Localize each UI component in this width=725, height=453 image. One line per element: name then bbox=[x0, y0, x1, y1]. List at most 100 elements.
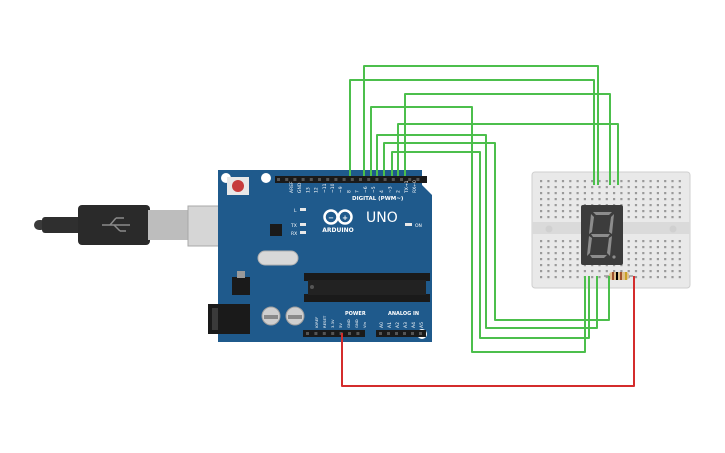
breadboard-hole[interactable] bbox=[664, 210, 667, 213]
breadboard-hole[interactable] bbox=[649, 192, 652, 195]
breadboard-hole[interactable] bbox=[671, 264, 674, 267]
breadboard-hole[interactable] bbox=[554, 240, 557, 243]
breadboard-hole[interactable] bbox=[649, 240, 652, 243]
breadboard-hole[interactable] bbox=[671, 270, 674, 273]
breadboard-hole[interactable] bbox=[591, 270, 594, 273]
wire-pin2[interactable] bbox=[397, 123, 619, 185]
breadboard-hole[interactable] bbox=[642, 240, 645, 243]
breadboard-hole[interactable] bbox=[613, 264, 616, 267]
breadboard-hole[interactable] bbox=[620, 264, 623, 267]
breadboard-hole[interactable] bbox=[554, 252, 557, 255]
breadboard-hole[interactable] bbox=[569, 192, 572, 195]
breadboard-hole[interactable] bbox=[540, 192, 543, 195]
breadboard-hole[interactable] bbox=[656, 258, 659, 261]
breadboard-hole[interactable] bbox=[664, 252, 667, 255]
breadboard-hole[interactable] bbox=[664, 192, 667, 195]
header-hole[interactable] bbox=[416, 178, 420, 181]
breadboard-hole[interactable] bbox=[664, 186, 667, 189]
usb-cable[interactable] bbox=[34, 205, 247, 247]
breadboard-hole[interactable] bbox=[627, 270, 630, 273]
breadboard-hole[interactable] bbox=[583, 264, 586, 267]
breadboard-hole[interactable] bbox=[671, 186, 674, 189]
breadboard-hole[interactable] bbox=[554, 192, 557, 195]
breadboard-hole[interactable] bbox=[547, 246, 550, 249]
breadboard-hole[interactable] bbox=[569, 210, 572, 213]
breadboard-hole[interactable] bbox=[569, 258, 572, 261]
breadboard-hole[interactable] bbox=[554, 264, 557, 267]
breadboard-hole[interactable] bbox=[540, 240, 543, 243]
breadboard-hole[interactable] bbox=[576, 258, 579, 261]
breadboard-hole[interactable] bbox=[664, 216, 667, 219]
breadboard-hole[interactable] bbox=[540, 270, 543, 273]
breadboard-hole[interactable] bbox=[540, 186, 543, 189]
header-hole[interactable] bbox=[309, 178, 313, 181]
breadboard-hole[interactable] bbox=[642, 210, 645, 213]
header-hole[interactable] bbox=[408, 178, 412, 181]
breadboard-hole[interactable] bbox=[664, 240, 667, 243]
header-hole[interactable] bbox=[379, 332, 382, 335]
breadboard-hole[interactable] bbox=[627, 264, 630, 267]
breadboard-hole[interactable] bbox=[605, 192, 608, 195]
breadboard-hole[interactable] bbox=[634, 246, 638, 249]
breadboard-hole[interactable] bbox=[576, 210, 579, 213]
breadboard-hole[interactable] bbox=[576, 186, 579, 189]
breadboard-hole[interactable] bbox=[547, 240, 550, 243]
breadboard-hole[interactable] bbox=[634, 198, 638, 201]
breadboard-hole[interactable] bbox=[642, 276, 645, 279]
header-hole[interactable] bbox=[375, 178, 379, 181]
breadboard-hole[interactable] bbox=[649, 276, 652, 279]
breadboard-hole[interactable] bbox=[671, 246, 674, 249]
breadboard-hole[interactable] bbox=[642, 204, 645, 207]
breadboard-hole[interactable] bbox=[656, 210, 659, 213]
header-hole[interactable] bbox=[322, 332, 326, 335]
breadboard-hole[interactable] bbox=[634, 204, 638, 207]
breadboard-hole[interactable] bbox=[634, 216, 638, 219]
header-hole[interactable] bbox=[356, 332, 360, 335]
header-hole[interactable] bbox=[301, 178, 305, 181]
breadboard-hole[interactable] bbox=[561, 240, 565, 243]
header-hole[interactable] bbox=[318, 178, 321, 181]
breadboard-hole[interactable] bbox=[569, 216, 572, 219]
breadboard-hole[interactable] bbox=[634, 180, 638, 183]
breadboard-hole[interactable] bbox=[627, 180, 630, 183]
breadboard-hole[interactable] bbox=[561, 276, 565, 279]
breadboard-hole[interactable] bbox=[591, 276, 594, 279]
breadboard-hole[interactable] bbox=[540, 264, 543, 267]
breadboard-hole[interactable] bbox=[634, 264, 638, 267]
header-hole[interactable] bbox=[387, 332, 390, 335]
breadboard-hole[interactable] bbox=[598, 180, 601, 183]
breadboard-hole[interactable] bbox=[569, 186, 572, 189]
breadboard-hole[interactable] bbox=[678, 186, 681, 189]
breadboard-hole[interactable] bbox=[634, 186, 638, 189]
breadboard-hole[interactable] bbox=[583, 192, 586, 195]
breadboard-hole[interactable] bbox=[613, 270, 616, 273]
breadboard-hole[interactable] bbox=[678, 198, 681, 201]
breadboard-hole[interactable] bbox=[613, 192, 616, 195]
breadboard-hole[interactable] bbox=[627, 192, 630, 195]
breadboard-hole[interactable] bbox=[554, 270, 557, 273]
breadboard-hole[interactable] bbox=[554, 210, 557, 213]
header-hole[interactable] bbox=[403, 332, 406, 335]
breadboard-hole[interactable] bbox=[561, 210, 565, 213]
breadboard-hole[interactable] bbox=[576, 276, 579, 279]
breadboard-hole[interactable] bbox=[642, 258, 645, 261]
header-hole[interactable] bbox=[400, 178, 403, 181]
breadboard-hole[interactable] bbox=[642, 246, 645, 249]
breadboard-hole[interactable] bbox=[554, 276, 557, 279]
breadboard-hole[interactable] bbox=[634, 240, 638, 243]
breadboard-hole[interactable] bbox=[671, 192, 674, 195]
breadboard-hole[interactable] bbox=[642, 270, 645, 273]
breadboard-hole[interactable] bbox=[678, 240, 681, 243]
breadboard-hole[interactable] bbox=[605, 264, 608, 267]
breadboard-hole[interactable] bbox=[620, 270, 623, 273]
header-hole[interactable] bbox=[359, 178, 362, 181]
breadboard-hole[interactable] bbox=[605, 180, 608, 183]
breadboard-hole[interactable] bbox=[561, 180, 565, 183]
breadboard-hole[interactable] bbox=[634, 192, 638, 195]
breadboard-hole[interactable] bbox=[627, 240, 630, 243]
breadboard-hole[interactable] bbox=[554, 258, 557, 261]
breadboard-hole[interactable] bbox=[671, 258, 674, 261]
breadboard-hole[interactable] bbox=[569, 246, 572, 249]
breadboard-hole[interactable] bbox=[627, 216, 630, 219]
breadboard-hole[interactable] bbox=[627, 258, 630, 261]
